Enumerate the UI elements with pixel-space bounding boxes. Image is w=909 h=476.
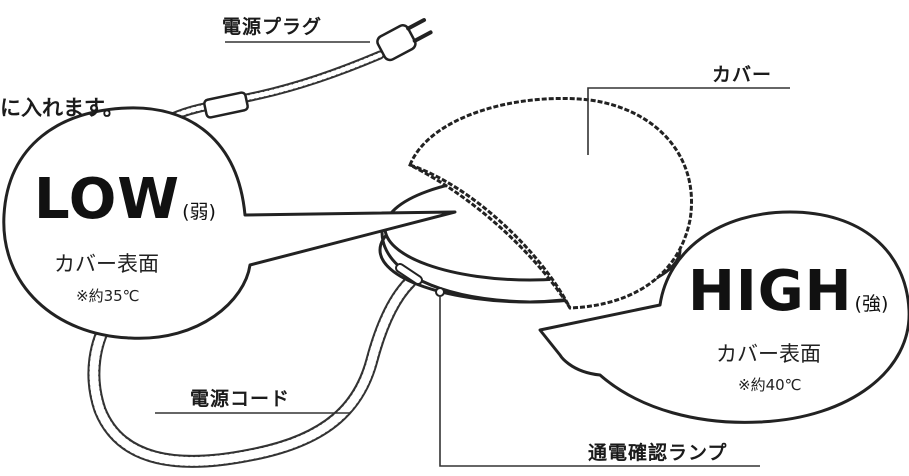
high-temp-text: ※約40℃ (738, 376, 802, 394)
cord-label: 電源コード (190, 388, 291, 410)
plug-label: 電源プラグ (222, 16, 323, 38)
lamp-leader-line (439, 295, 760, 467)
high-level-title: HIGH(強) (688, 264, 888, 320)
high-bubble-shape (538, 210, 909, 424)
low-temp-text: ※約35℃ (76, 287, 140, 305)
low-level-title: LOW(弱) (34, 172, 216, 228)
low-bubble-shape (2, 106, 457, 340)
low-surface-text: カバー表面 (54, 252, 159, 276)
cord-bushing (203, 91, 249, 119)
high-surface-text: カバー表面 (716, 342, 821, 366)
low-level-word: LOW (34, 167, 181, 232)
indicator-lamp-icon (435, 287, 445, 297)
cover-label: カバー (712, 64, 773, 86)
high-level-word: HIGH (688, 259, 853, 324)
cover-leader-line (587, 87, 790, 155)
intro-text: に入れます。 (0, 96, 124, 120)
lamp-label: 通電確認ランプ (588, 442, 728, 464)
high-level-sub: (強) (854, 293, 889, 315)
low-level-sub: (弱) (182, 201, 216, 223)
power-plug-icon (376, 18, 433, 62)
fuzzy-cover (408, 96, 693, 310)
